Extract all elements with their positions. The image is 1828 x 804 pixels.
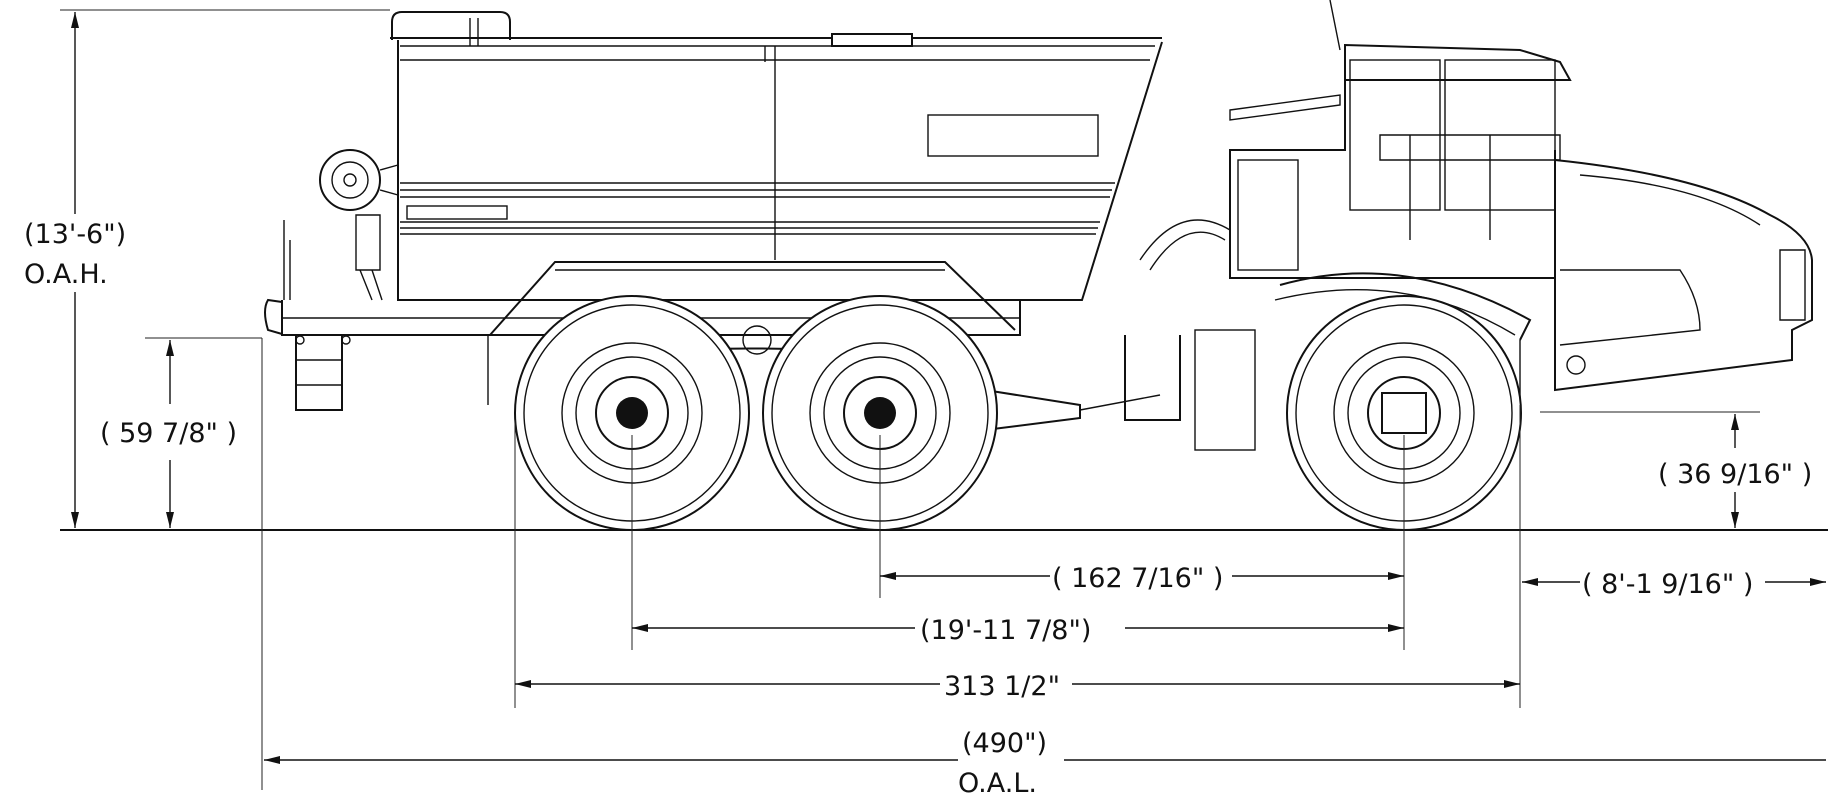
rear-to-front-axle-value: (19'-11 7/8") [920, 615, 1091, 646]
tire-span-value: 313 1/2" [944, 671, 1060, 702]
extension-lines [60, 9, 1760, 790]
dimension-overall-height: (13'-6") O.A.H. [24, 12, 126, 528]
overall-length-value: (490") [962, 728, 1047, 759]
overall-length-label: O.A.L. [958, 768, 1037, 799]
dimension-deck-height: ( 59 7/8" ) [100, 340, 237, 528]
dimension-front-overhang: ( 8'-1 9/16" ) [1522, 569, 1826, 600]
dimension-tandem-to-front-axle: ( 162 7/16" ) [880, 563, 1404, 594]
tandem-to-front-axle-value: ( 162 7/16" ) [1052, 563, 1223, 594]
dimension-tire-span: 313 1/2" [515, 671, 1520, 702]
front-overhang-value: ( 8'-1 9/16" ) [1582, 569, 1753, 600]
front-clearance-value: ( 36 9/16" ) [1658, 459, 1812, 490]
overall-height-value: (13'-6") [24, 219, 126, 250]
truck-illustration [264, 0, 1813, 451]
deck-height-value: ( 59 7/8" ) [100, 418, 237, 449]
dimension-overall-length: (490") O.A.L. [264, 728, 1826, 799]
overall-height-label: O.A.H. [24, 259, 108, 290]
dimension-front-clearance: ( 36 9/16" ) [1658, 414, 1812, 528]
dimension-rear-to-front-axle: (19'-11 7/8") [632, 615, 1404, 646]
